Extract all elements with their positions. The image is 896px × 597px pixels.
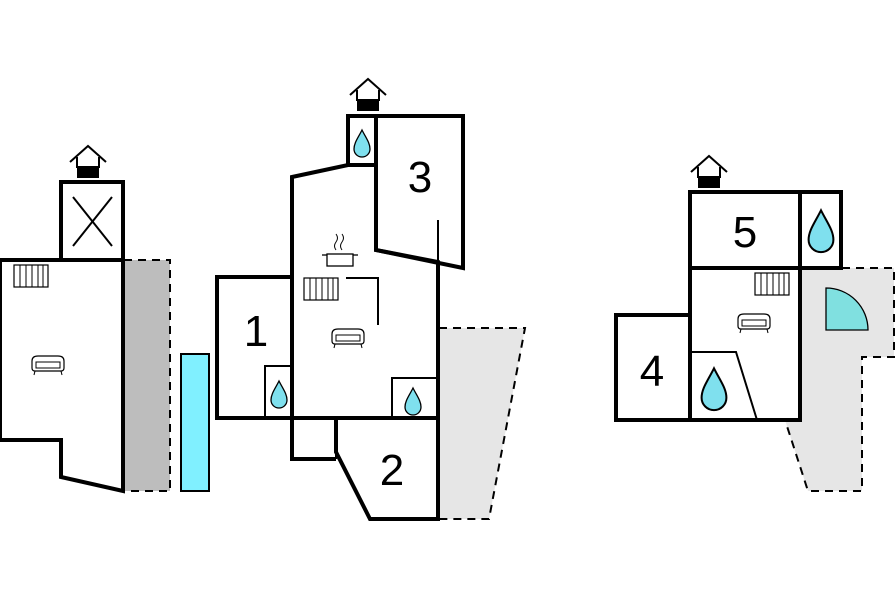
water-drop-icon [700,367,728,412]
entrance-house-icon [690,155,728,189]
radiator-icon [13,264,49,288]
pool [180,353,210,492]
shower-quarter-icon [825,287,869,331]
closet [290,418,336,461]
sofa-icon [331,328,365,349]
terrace-dark-outline [124,259,171,492]
right-building: 5 4 [614,155,895,492]
room-4-bathroom [690,351,758,421]
water-drop-icon [353,129,371,158]
kitchen-pot-icon [322,233,358,267]
room-5-bathroom [798,190,843,270]
radiator-icon [303,277,339,301]
middle-living-room [290,163,440,420]
room-4 [614,313,692,422]
left-building [0,145,210,494]
terrace-dark [124,260,170,491]
room-1 [215,275,294,420]
left-living-room [0,258,125,494]
kitchen-partition [346,277,379,325]
sofa-icon [31,355,65,376]
water-drop-icon [807,209,835,254]
entrance-house-icon [69,145,107,179]
room-1-bathroom [264,365,293,419]
entrance-house-icon [349,78,387,112]
terrace-light-outline [439,327,527,520]
room-1-number: 1 [244,307,268,356]
water-drop-icon [270,380,288,409]
terrace-light [439,328,525,519]
room-2-number: 2 [380,446,404,495]
terrace-light-outline [784,267,895,492]
radiator-icon [754,272,790,296]
room-4-number: 4 [640,347,664,396]
sofa-icon [737,313,771,334]
room-5-number: 5 [733,208,757,257]
room-3-number: 3 [408,153,432,202]
water-drop-icon [404,387,422,416]
middle-building: 3 1 2 [215,78,527,521]
